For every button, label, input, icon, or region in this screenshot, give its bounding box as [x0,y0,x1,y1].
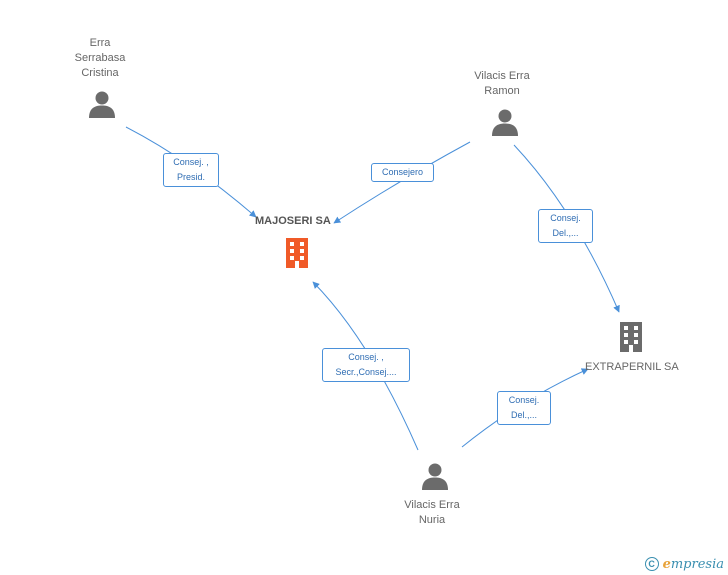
edge-label-line: Consej. , [348,352,384,362]
edge-label-line: Del.,... [510,410,537,420]
person-label-erra: Erra Serrabasa Cristina [45,36,155,81]
edge-label-line: Consej. [508,395,540,405]
person-label-line: Ramon [484,85,520,97]
edge-label-line: Secr.,Consej.... [335,367,397,377]
edge-label-ramon-majoseri[interactable]: Consejero [371,163,434,182]
edge-label-line: Del.,... [552,228,579,238]
person-icon[interactable] [87,90,117,120]
building-icon[interactable] [616,320,646,354]
edge-label-ramon-extrapernil[interactable]: Consej. Del.,... [538,209,593,243]
edge-label-erra-majoseri[interactable]: Consej. , Presid. [163,153,219,187]
brand-initial: e [662,557,671,572]
edge-label-nuria-majoseri[interactable]: Consej. , Secr.,Consej.... [322,348,410,382]
edge-label-line: Presid. [176,172,205,182]
person-icon[interactable] [490,108,520,138]
person-label-line: Vilacis Erra [404,499,460,511]
person-label-line: Cristina [81,67,119,79]
brand-name: mpresia [670,557,724,572]
brand-footer: C empresia [644,556,724,572]
edge-label-line: Consej. , [173,157,209,167]
person-label-line: Erra [89,37,111,49]
edge-label-line: Consej. [550,213,581,223]
copyright-icon: C [644,557,659,571]
person-label-nuria: Vilacis Erra Nuria [377,498,487,528]
edge-label-nuria-extrapernil[interactable]: Consej. Del.,... [497,391,551,425]
person-icon[interactable] [420,462,450,492]
company-label-majoseri: MAJOSERI SA [255,215,331,227]
person-label-ramon: Vilacis Erra Ramon [447,69,557,99]
edge-ramon-majoseri [333,141,471,224]
person-label-line: Vilacis Erra [474,70,530,82]
person-label-line: Nuria [418,514,446,526]
company-label-extrapernil: EXTRAPERNIL SA [585,361,679,373]
person-label-line: Serrabasa [74,52,126,64]
building-icon[interactable] [282,236,312,270]
edge-label-line: Consejero [381,167,424,177]
brand-logo: empresia [663,556,724,572]
